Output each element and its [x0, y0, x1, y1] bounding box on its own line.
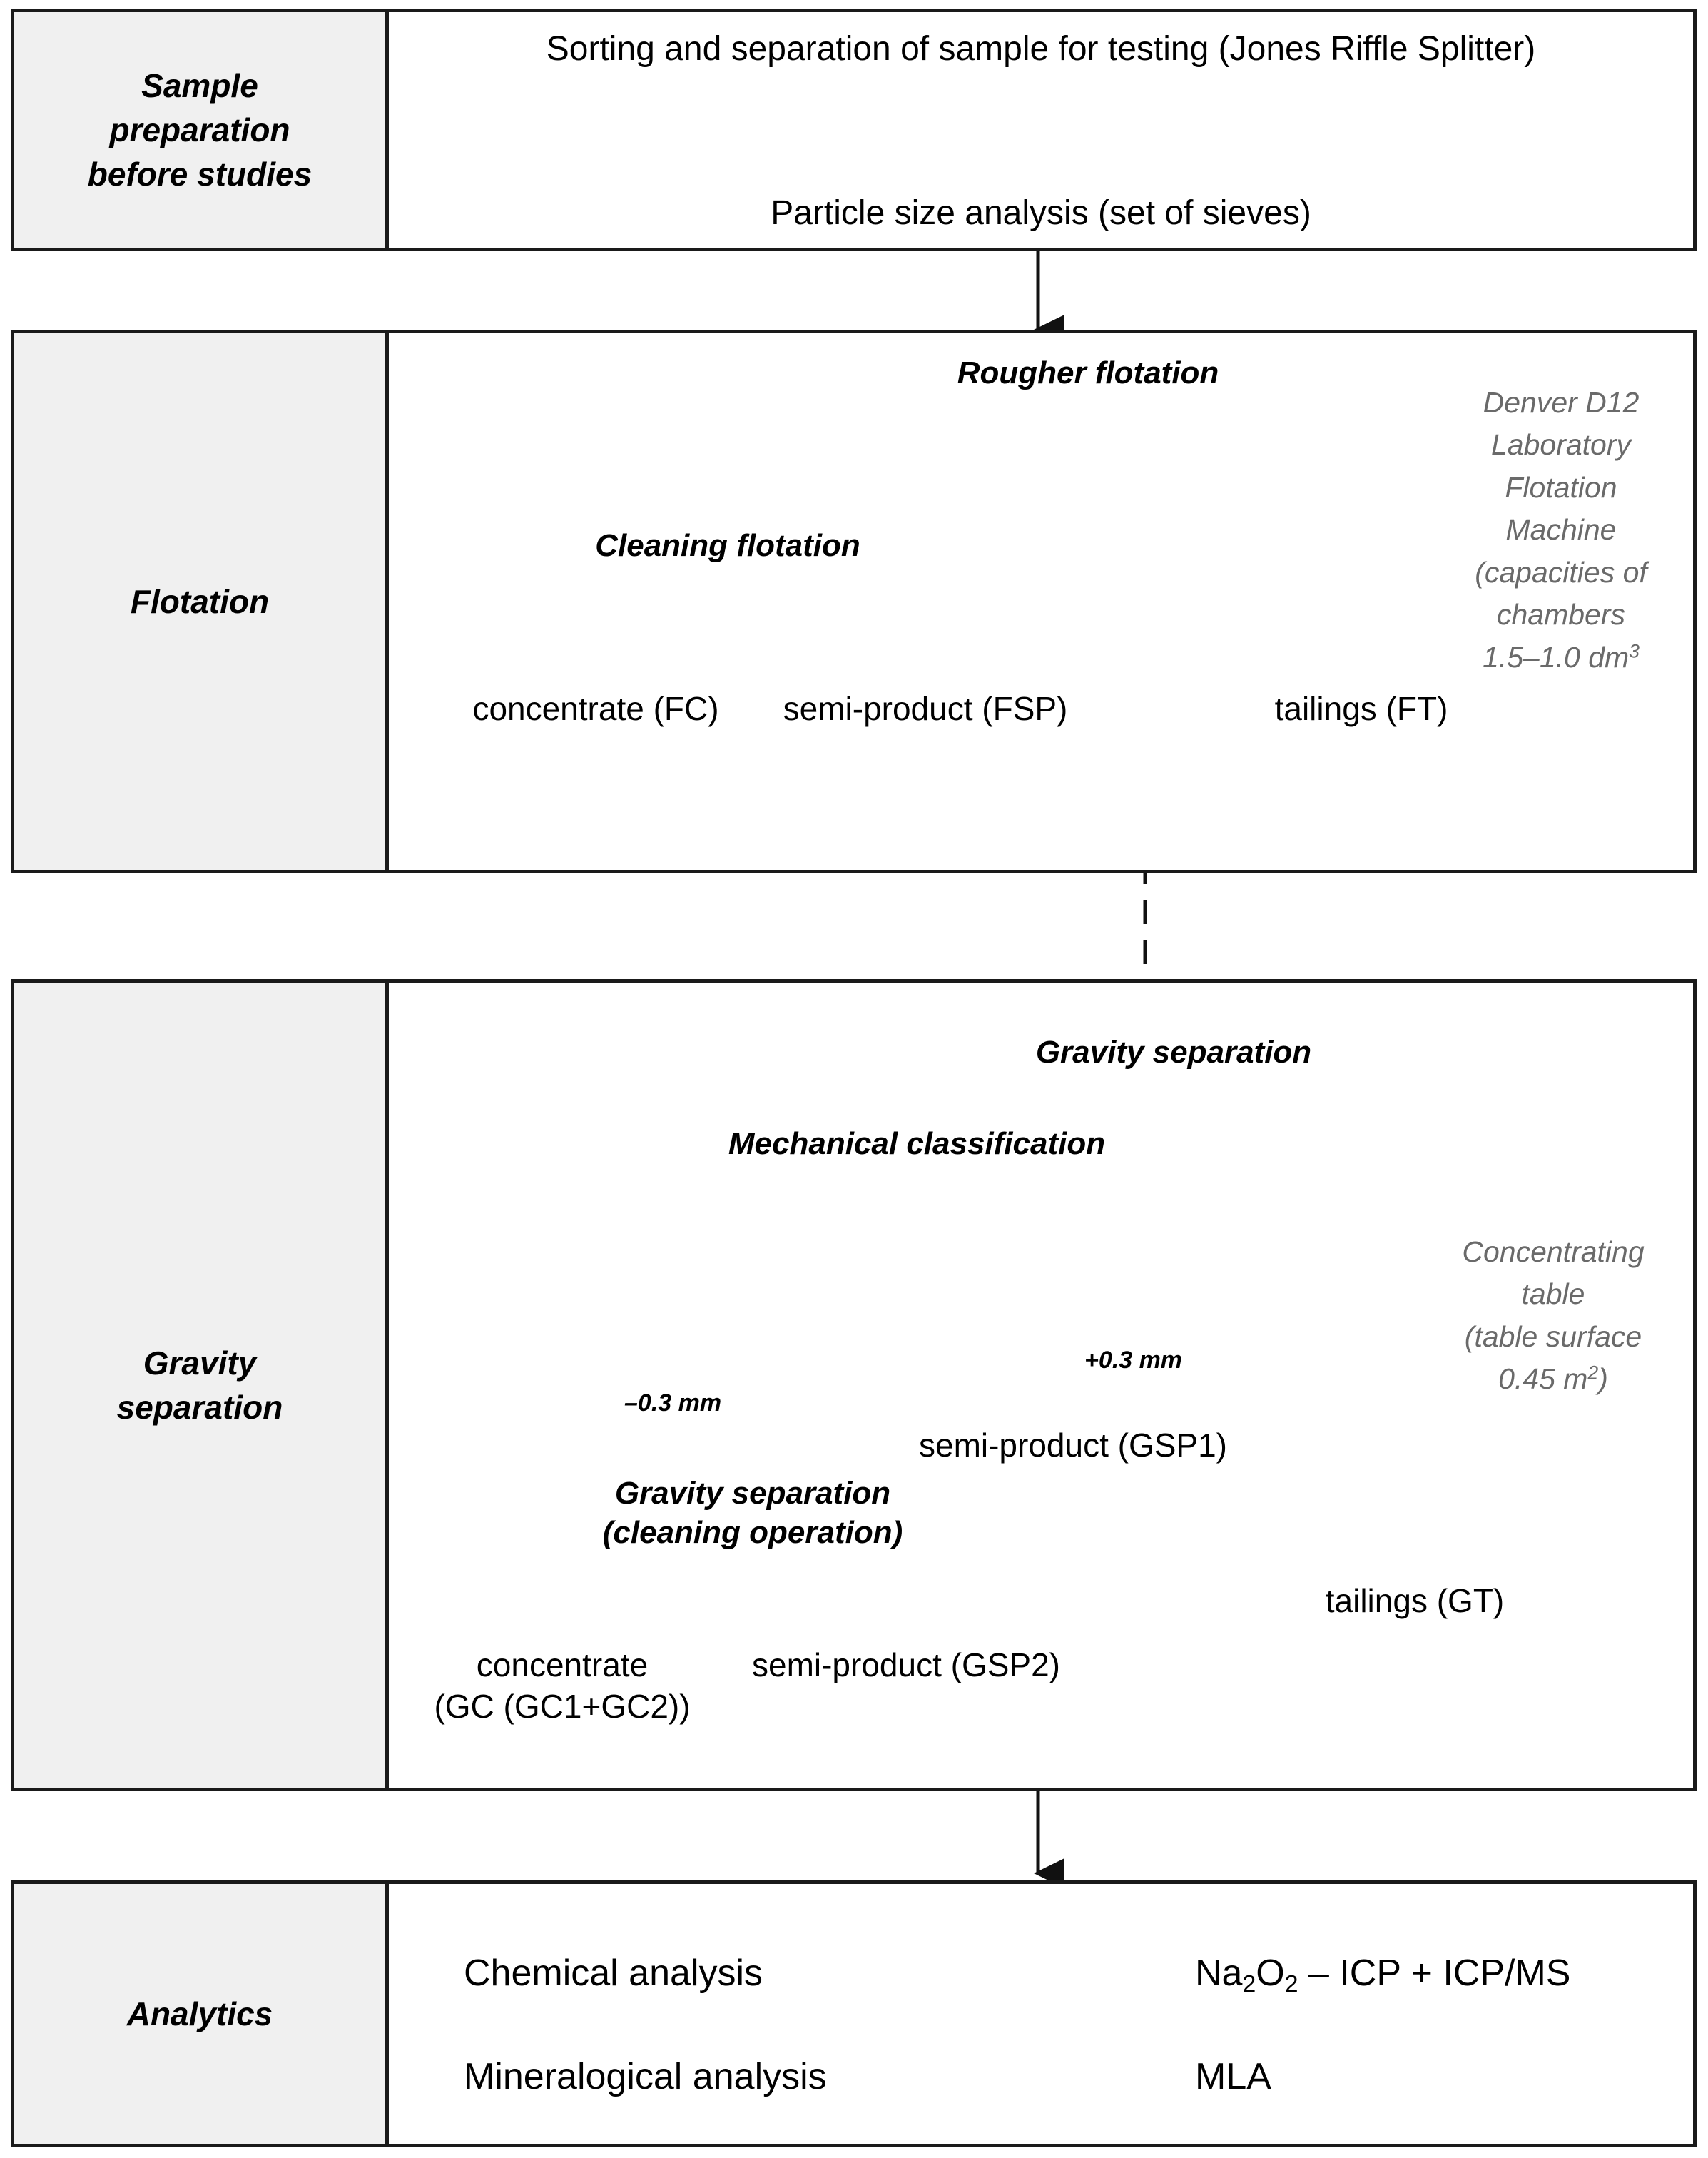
- target-sub-2: 2: [1284, 1970, 1298, 1998]
- node-concentrate-gc: concentrate (GC (GC1+GC2)): [348, 1645, 776, 1727]
- node-gravity-separation-cleaning: Gravity separation (cleaning operation): [521, 1474, 985, 1552]
- note-line-text: 0.45 m: [1498, 1362, 1588, 1396]
- note-line: table: [1521, 1277, 1585, 1311]
- panel-body-analytics: Chemical analysis Na2O2 – ICP + ICP/MS M…: [389, 1884, 1693, 2144]
- node-cleaning-flotation: Cleaning flotation: [595, 528, 860, 563]
- panel-flotation: Flotation Rougher flotation Cleaning flo…: [11, 330, 1697, 873]
- note-tail: ): [1598, 1362, 1608, 1396]
- node-semi-product-gsp2: semi-product (GSP2): [751, 1646, 1060, 1683]
- node-chemical-analysis: Chemical analysis: [464, 1952, 763, 1994]
- node-line-2: (cleaning operation): [602, 1515, 903, 1550]
- note-line-units: 1.5–1.0 dm3: [1443, 637, 1679, 679]
- panel-gravity-separation: Gravity separation Gravity separation Me…: [11, 979, 1697, 1791]
- note-line: (table surface: [1464, 1319, 1642, 1353]
- note-line: Denver D12: [1483, 386, 1640, 419]
- edge-label-plus-03mm: +0.3 mm: [1084, 1347, 1183, 1374]
- node-tailings-gt: tailings (GT): [1325, 1582, 1505, 1619]
- panel-sample-preparation: Sample preparation before studies Sortin…: [11, 9, 1697, 251]
- row-label-text: Gravity separation: [116, 1344, 283, 1426]
- row-label-text: Sample preparation before studies: [87, 66, 312, 193]
- panel-body-flotation: Rougher flotation Cleaning flotation con…: [389, 333, 1693, 870]
- row-label-text: Flotation: [130, 582, 270, 620]
- node-gravity-separation: Gravity separation: [1035, 1035, 1312, 1070]
- node-rougher-flotation: Rougher flotation: [957, 355, 1219, 390]
- note-line: chambers: [1496, 598, 1625, 632]
- note-line-units: 0.45 m2): [1425, 1358, 1682, 1400]
- note-superscript: 3: [1629, 640, 1640, 662]
- row-label-gravity-separation: Gravity separation: [14, 983, 389, 1788]
- note-line: Flotation: [1505, 470, 1617, 504]
- target-sub-1: 2: [1242, 1970, 1256, 1998]
- note-line: Concentrating: [1462, 1235, 1645, 1268]
- panel-analytics: Analytics Chemical analysis Na2O2 – ICP …: [11, 1880, 1697, 2147]
- note-concentrating-table: Concentrating table (table surface 0.45 …: [1425, 1231, 1682, 1401]
- note-denver-d12: Denver D12 Laboratory Flotation Machine …: [1443, 382, 1679, 679]
- node-concentrate-fc: concentrate (FC): [472, 690, 719, 727]
- row-label-analytics: Analytics: [14, 1884, 389, 2144]
- edge-label-minus-03mm: –0.3 mm: [624, 1389, 722, 1417]
- node-particle-size-analysis: Particle size analysis (set of sieves): [771, 194, 1311, 232]
- node-semi-product-fsp: semi-product (FSP): [783, 690, 1068, 727]
- row-label-text: Analytics: [126, 1995, 273, 2032]
- note-line: Laboratory: [1490, 428, 1631, 462]
- node-line-2: (GC (GC1+GC2)): [434, 1687, 691, 1725]
- note-line: Machine: [1505, 513, 1617, 547]
- node-line-1: Gravity separation: [614, 1476, 891, 1511]
- panel-body-sample-preparation: Sorting and separation of sample for tes…: [389, 12, 1693, 248]
- note-superscript: 2: [1587, 1362, 1599, 1384]
- node-mineralogical-analysis: Mineralogical analysis: [464, 2056, 827, 2097]
- node-line-1: concentrate: [476, 1646, 649, 1683]
- panel-body-gravity-separation: Gravity separation Mechanical classifica…: [389, 983, 1693, 1788]
- target-suffix: – ICP + ICP/MS: [1298, 1952, 1571, 1994]
- node-semi-product-gsp1: semi-product (GSP1): [918, 1427, 1227, 1464]
- node-mineralogical-analysis-target: MLA: [1195, 2056, 1271, 2097]
- target-prefix: Na: [1195, 1952, 1243, 1994]
- note-line-text: 1.5–1.0 dm: [1483, 640, 1630, 674]
- row-label-sample-preparation: Sample preparation before studies: [14, 12, 389, 248]
- node-mechanical-classification: Mechanical classification: [728, 1126, 1106, 1161]
- node-sorting-separation: Sorting and separation of sample for tes…: [546, 30, 1536, 68]
- row-label-flotation: Flotation: [14, 333, 389, 870]
- node-chemical-analysis-target: Na2O2 – ICP + ICP/MS: [1195, 1950, 1708, 2000]
- note-line: (capacities of: [1475, 555, 1647, 589]
- target-mid: O: [1256, 1952, 1285, 1994]
- node-tailings-ft: tailings (FT): [1274, 690, 1448, 727]
